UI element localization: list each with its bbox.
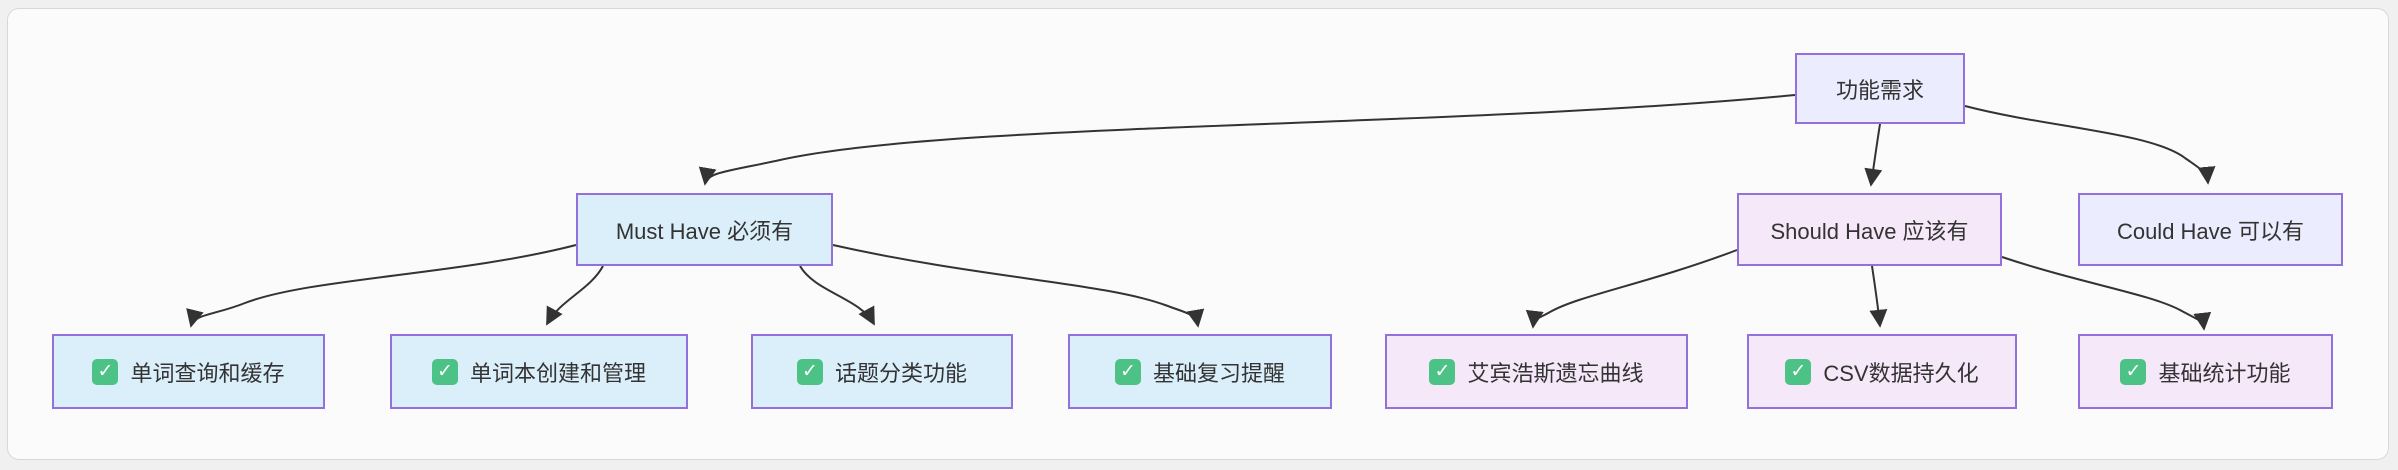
- edge-must-have-word-lookup-cache: [186, 244, 577, 328]
- edge-must-have-basic-review-reminder: [832, 244, 1205, 328]
- checked-checkbox-icon: ✓: [796, 358, 823, 385]
- edge-should-have-ebbinghaus-curve: [1525, 249, 1738, 329]
- node-label: 艾宾浩斯遗忘曲线: [1467, 360, 1644, 386]
- node-label: Should Have 应该有: [1770, 218, 1969, 244]
- node-csv-persistence: ✓ CSV数据持久化: [1747, 334, 2017, 409]
- edge-should-have-csv-persistence: [1869, 265, 1888, 328]
- node-topic-classification: ✓ 话题分类功能: [751, 334, 1013, 409]
- checked-checkbox-icon: ✓: [2120, 358, 2147, 385]
- node-label: 话题分类功能: [834, 360, 967, 386]
- node-label: 基础统计功能: [2158, 360, 2291, 386]
- node-label: 功能需求: [1835, 77, 1924, 103]
- edge-root-could-have: [1964, 105, 2216, 185]
- node-basic-statistics: ✓ 基础统计功能: [2078, 334, 2333, 409]
- node-label: 单词查询和缓存: [130, 360, 285, 386]
- node-label: 基础复习提醒: [1152, 360, 1285, 386]
- checked-checkbox-icon: ✓: [1114, 358, 1141, 385]
- edge-root-should-have: [1864, 123, 1883, 187]
- node-root: 功能需求: [1795, 53, 1965, 124]
- node-word-lookup-cache: ✓ 单词查询和缓存: [52, 334, 325, 409]
- edge-should-have-basic-statistics: [2001, 256, 2212, 331]
- edge-must-have-topic-classification: [799, 265, 875, 326]
- node-label: Must Have 必须有: [615, 218, 794, 244]
- checked-checkbox-icon: ✓: [92, 358, 119, 385]
- node-wordbook-manage: ✓ 单词本创建和管理: [390, 334, 688, 409]
- node-should-have: Should Have 应该有: [1737, 193, 2002, 266]
- node-could-have: Could Have 可以有: [2078, 193, 2343, 266]
- node-basic-review-reminder: ✓ 基础复习提醒: [1068, 334, 1332, 409]
- checked-checkbox-icon: ✓: [1429, 358, 1456, 385]
- node-ebbinghaus-curve: ✓ 艾宾浩斯遗忘曲线: [1385, 334, 1688, 409]
- edge-group: [186, 94, 2216, 331]
- node-label: Could Have 可以有: [2116, 218, 2305, 244]
- node-label: 单词本创建和管理: [469, 360, 646, 386]
- edge-must-have-wordbook-manage: [546, 265, 604, 326]
- node-label: CSV数据持久化: [1823, 360, 1979, 386]
- edge-root-must-have: [698, 94, 1796, 186]
- node-must-have: Must Have 必须有: [576, 193, 833, 266]
- checked-checkbox-icon: ✓: [431, 358, 458, 385]
- checked-checkbox-icon: ✓: [1785, 358, 1812, 385]
